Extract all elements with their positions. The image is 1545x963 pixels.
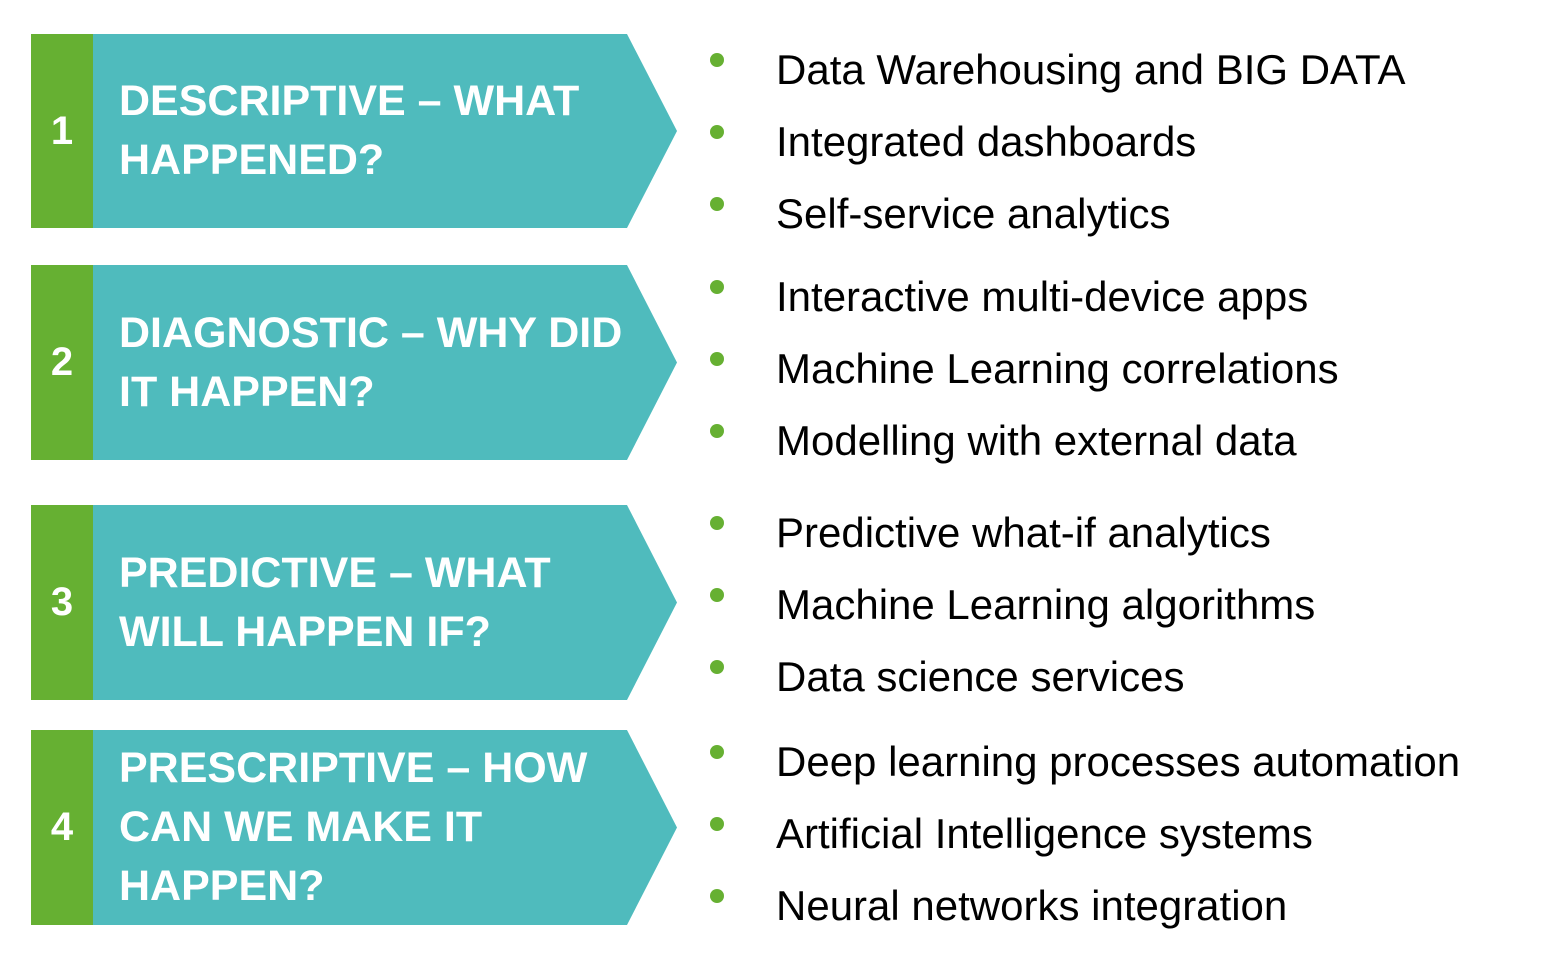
bullet-dot-icon	[710, 889, 724, 903]
stage-heading: DIAGNOSTIC – WHY DID IT HAPPEN?	[119, 265, 639, 460]
stage-heading-line: PRESCRIPTIVE – HOW	[119, 744, 588, 792]
stage-heading-line: DESCRIPTIVE – WHAT	[119, 77, 580, 125]
stage-row-2: 2 DIAGNOSTIC – WHY DID IT HAPPEN? Intera…	[0, 265, 1545, 464]
bullet-dot-icon	[710, 516, 724, 530]
bullet-text: Machine Learning correlations	[776, 345, 1339, 392]
bullet-dot-icon	[710, 53, 724, 67]
stage-heading-line: WILL HAPPEN IF?	[119, 607, 491, 656]
stage-heading-line: DIAGNOSTIC – WHY DID	[119, 308, 623, 357]
bullet-text: Neural networks integration	[776, 882, 1288, 929]
stage-row-4: 4 PRESCRIPTIVE – HOW CAN WE MAKE IT HAPP…	[0, 730, 1545, 929]
stage-heading: DESCRIPTIVE – WHAT HAPPENED?	[119, 34, 639, 228]
bullet-text: Deep learning processes automation	[776, 738, 1461, 785]
chevron-arrow-shape	[31, 265, 677, 460]
bullet-dot-icon	[710, 817, 724, 831]
stage-row-1: 1 DESCRIPTIVE – WHAT HAPPENED? Data Ware…	[0, 34, 1545, 237]
stage-heading: PRESCRIPTIVE – HOW CAN WE MAKE IT HAPPEN…	[119, 730, 639, 925]
stage-heading: PREDICTIVE – WHAT WILL HAPPEN IF?	[119, 505, 639, 700]
stage-heading-line: CAN WE MAKE IT	[119, 803, 483, 851]
bullet-text: Artificial Intelligence systems	[776, 810, 1313, 857]
stage-number-badge: 4	[31, 730, 93, 925]
chevron-arrow-shape	[31, 34, 677, 228]
stage-number-badge: 1	[31, 34, 93, 228]
bullet-dot-icon	[710, 424, 724, 438]
bullet-dot-icon	[710, 588, 724, 602]
bullet-text: Data Warehousing and BIG DATA	[776, 46, 1406, 93]
bullet-dot-icon	[710, 352, 724, 366]
bullet-dot-icon	[710, 660, 724, 674]
bullet-dot-icon	[710, 280, 724, 294]
bullet-text: Data science services	[776, 653, 1185, 700]
stage-row-3: 3 PREDICTIVE – WHAT WILL HAPPEN IF? Pred…	[0, 505, 1545, 700]
bullet-text: Modelling with external data	[776, 417, 1297, 464]
stage-number-badge: 3	[31, 505, 93, 700]
stage-heading-line: HAPPENED?	[119, 136, 385, 184]
bullet-dot-icon	[710, 125, 724, 139]
bullet-text: Integrated dashboards	[776, 118, 1197, 165]
stage-number-badge: 2	[31, 265, 93, 460]
chevron-arrow-shape	[31, 730, 677, 925]
bullet-text: Predictive what-if analytics	[776, 509, 1271, 556]
stage-heading-line: IT HAPPEN?	[119, 367, 375, 416]
stage-heading-line: HAPPEN?	[119, 862, 325, 910]
stage-heading-line: PREDICTIVE – WHAT	[119, 548, 551, 597]
bullet-text: Interactive multi-device apps	[776, 273, 1309, 320]
bullet-dot-icon	[710, 197, 724, 211]
bullet-dot-icon	[710, 745, 724, 759]
chevron-arrow-shape	[31, 505, 677, 700]
bullet-text: Machine Learning algorithms	[776, 581, 1316, 628]
bullet-text: Self-service analytics	[776, 190, 1171, 237]
